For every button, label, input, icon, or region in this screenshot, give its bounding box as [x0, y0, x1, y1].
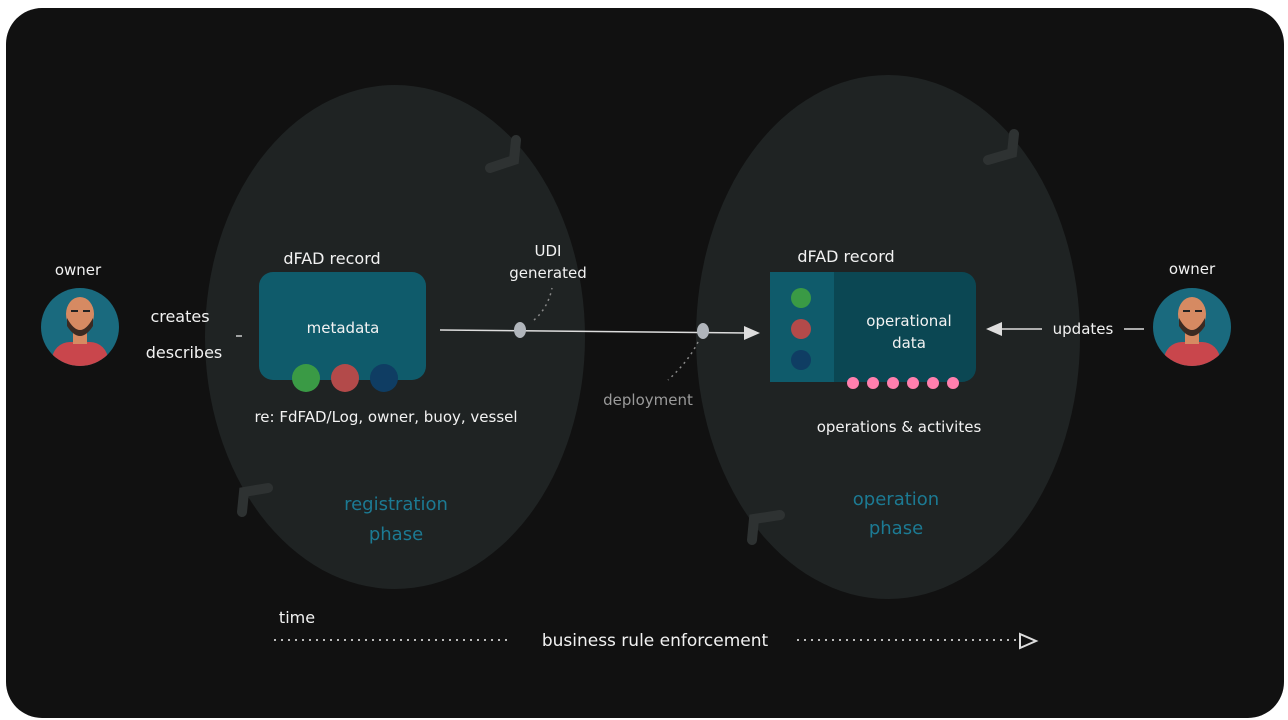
operation-cycle-arrow-top	[983, 129, 1019, 165]
operational-card-label-line1: operational	[866, 312, 951, 330]
operation-cycle-arrow-bottom	[747, 510, 785, 545]
udi-connector	[533, 287, 553, 321]
right-owner-avatar-icon	[1153, 288, 1231, 366]
operational-card-label-line2: data	[892, 334, 926, 352]
left-owner-label: owner	[55, 261, 102, 279]
metadata-card-label: metadata	[307, 319, 380, 337]
operation-dot-green	[791, 288, 811, 308]
metadata-card	[259, 272, 426, 380]
udi-label-line2: generated	[509, 264, 586, 282]
operation-dot-red	[791, 319, 811, 339]
registration-cycle-arrow-top	[485, 135, 521, 173]
event-dot	[907, 377, 919, 389]
registration-to-operation-arrow	[439, 329, 749, 334]
creates-label: creates	[150, 307, 209, 326]
metadata-dot-navy	[370, 364, 398, 392]
operation-phase-label-line1: operation	[853, 489, 939, 510]
event-dot	[947, 377, 959, 389]
registration-refs-text: re: FdFAD/Log, owner, buoy, vessel	[254, 408, 517, 426]
timeline-arrow-head	[1019, 632, 1039, 650]
left-owner-avatar-icon	[41, 288, 119, 366]
registration-cycle-arrow-bottom	[237, 483, 273, 517]
time-label: time	[279, 608, 315, 627]
deployment-label: deployment	[603, 391, 693, 409]
right-owner-label: owner	[1169, 260, 1216, 278]
deployment-marker	[697, 323, 709, 339]
operation-record-title: dFAD record	[797, 247, 894, 266]
metadata-dot-red	[331, 364, 359, 392]
timeline-label: business rule enforcement	[542, 631, 769, 651]
updates-arrow-head	[986, 322, 1002, 336]
describes-label: describes	[146, 343, 223, 362]
diagram-background	[6, 8, 1284, 718]
udi-marker	[514, 322, 526, 338]
operation-activities-text: operations & activites	[817, 418, 982, 436]
metadata-dot-green	[292, 364, 320, 392]
operation-event-dots	[847, 377, 959, 389]
operation-dot-navy	[791, 350, 811, 370]
registration-phase-label-line1: registration	[344, 494, 448, 515]
flow-arrow-head	[744, 326, 760, 340]
event-dot	[867, 377, 879, 389]
event-dot	[847, 377, 859, 389]
udi-label-line1: UDI	[535, 242, 562, 260]
updates-label: updates	[1053, 320, 1114, 338]
registration-record-title: dFAD record	[283, 249, 380, 268]
operation-phase-label-line2: phase	[869, 518, 923, 539]
registration-phase-label-line2: phase	[369, 524, 423, 545]
event-dot	[887, 377, 899, 389]
event-dot	[927, 377, 939, 389]
